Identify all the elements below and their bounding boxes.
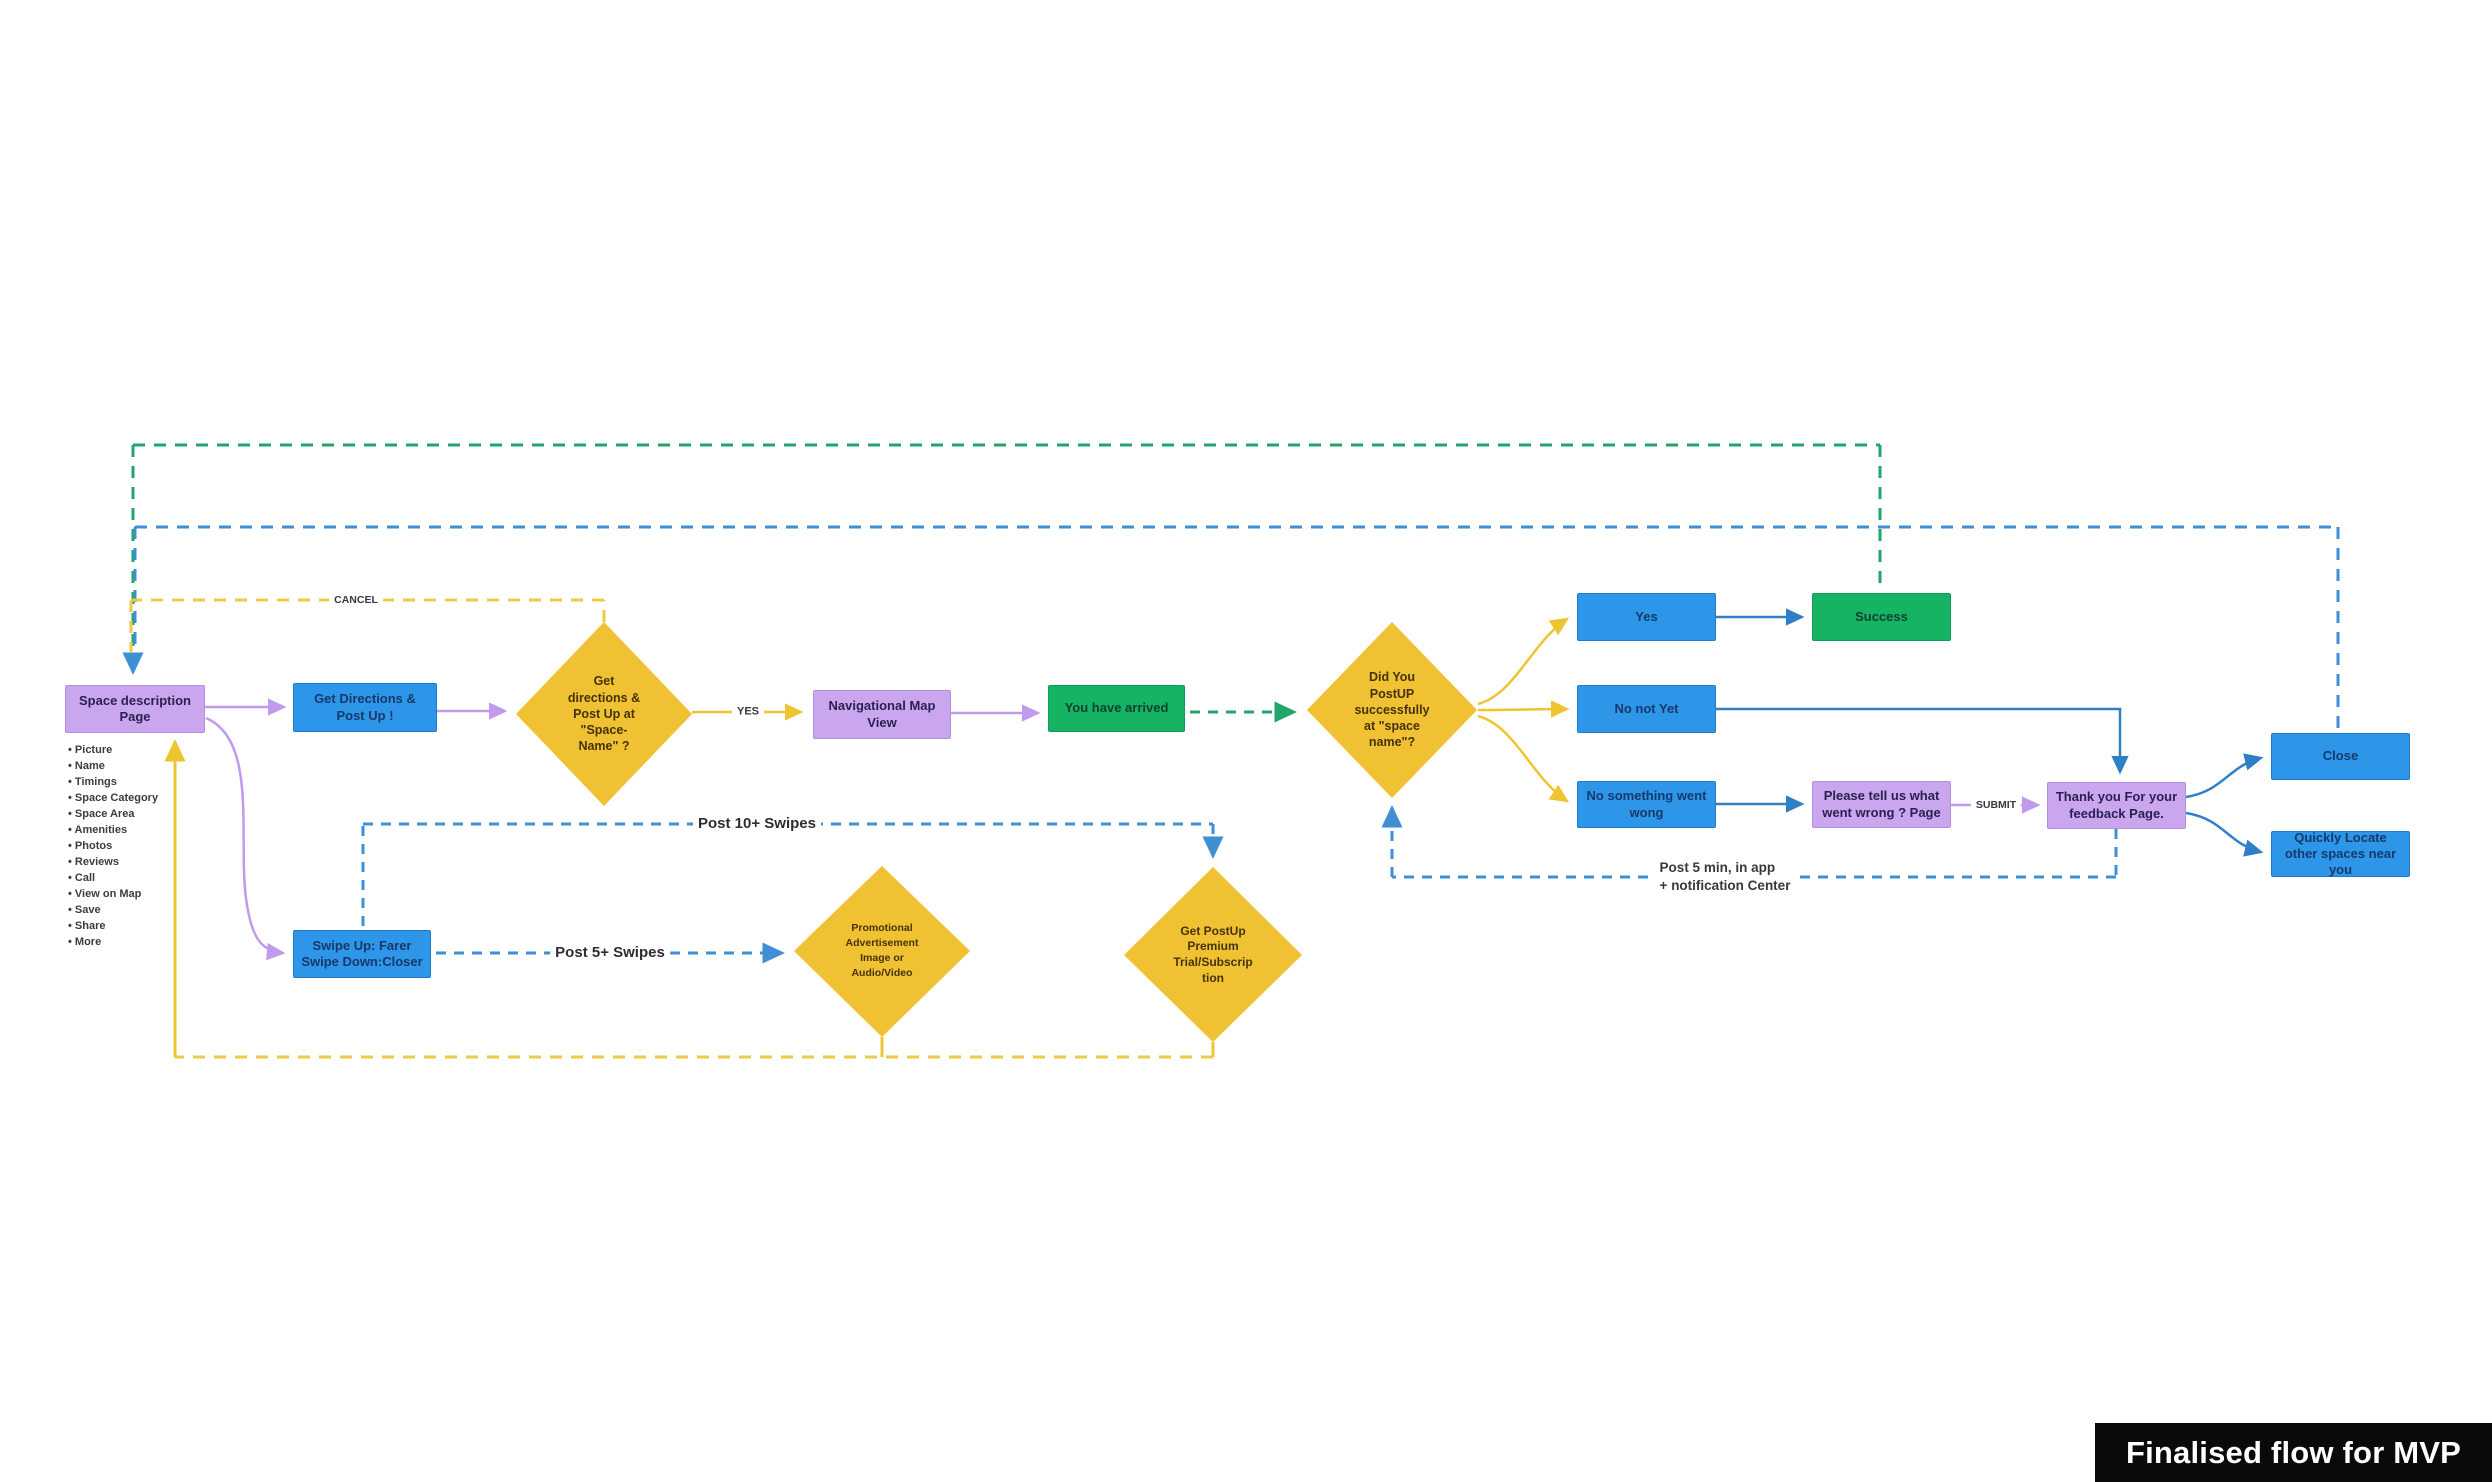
- detail-item: Name: [68, 758, 218, 774]
- edge-label-post-5-min: Post 5 min, in app + notification Center: [1654, 858, 1796, 896]
- edge-label-yes: YES: [731, 704, 765, 720]
- node-get-directions: Get Directions & Post Up !: [293, 683, 437, 732]
- detail-item: Save: [68, 902, 218, 918]
- detail-item: Amenities: [68, 822, 218, 838]
- edge-thankyou-to-close: [2185, 753, 2264, 799]
- edge-diamond2-to-nowrong: [1477, 714, 1570, 803]
- detail-item: Space Category: [68, 790, 218, 806]
- detail-item: Photos: [68, 838, 218, 854]
- node-no-something-went-wrong: No something went wong: [1577, 781, 1716, 828]
- detail-item: Share: [68, 918, 218, 934]
- diamond-premium: [1124, 867, 1302, 1042]
- space-page-details: Picture Name Timings Space Category Spac…: [68, 742, 218, 950]
- edge-close-to-space-dashed: [133, 525, 2340, 728]
- edge-cancel-dashed: [129, 598, 606, 652]
- node-swipe-up-down: Swipe Up: Farer Swipe Down:Closer: [293, 930, 431, 978]
- node-close: Close: [2271, 733, 2410, 780]
- page-title: Finalised flow for MVP: [2125, 1434, 2462, 1470]
- edge-space-to-swipe-curve: [205, 716, 286, 961]
- edge-label-cancel: CANCEL: [329, 592, 383, 608]
- node-please-tell-us: Please tell us what went wrong ? Page: [1812, 781, 1951, 828]
- title-bar: Finalised flow for MVP: [2095, 1423, 2492, 1482]
- node-thank-you-feedback: Thank you For your feedback Page.: [2047, 782, 2186, 829]
- node-space-description-page: Space description Page: [65, 685, 205, 733]
- detail-item: Space Area: [68, 806, 218, 822]
- node-yes: Yes: [1577, 593, 1716, 641]
- detail-item: More: [68, 934, 218, 950]
- edge-nonotyet-to-thankyou: [1716, 707, 2129, 775]
- node-navigational-map-view: Navigational Map View: [813, 690, 951, 739]
- node-no-not-yet: No not Yet: [1577, 685, 1716, 733]
- edge-label-post-10-swipes: Post 10+ Swipes: [693, 813, 821, 835]
- edge-success-to-space-dashed: [131, 443, 1882, 668]
- diamond-promo-ad: [794, 866, 970, 1037]
- detail-item: Reviews: [68, 854, 218, 870]
- edge-label-submit: SUBMIT: [1970, 797, 2022, 813]
- detail-item: View on Map: [68, 886, 218, 902]
- detail-item: Call: [68, 870, 218, 886]
- node-you-have-arrived: You have arrived: [1048, 685, 1185, 732]
- edge-diamond2-to-nonotyet: [1477, 700, 1570, 718]
- node-success: Success: [1812, 593, 1951, 641]
- edge-promo-stub: [880, 1037, 1215, 1057]
- edge-label-post-5-swipes: Post 5+ Swipes: [550, 942, 670, 964]
- detail-item: Picture: [68, 742, 218, 758]
- edge-thankyou-to-quickly: [2185, 811, 2264, 857]
- diamond-did-postup: [1307, 622, 1477, 798]
- node-quickly-locate: Quickly Locate other spaces near you: [2271, 830, 2410, 877]
- detail-item: Timings: [68, 774, 218, 790]
- edge-diamond2-to-yes: [1477, 617, 1570, 706]
- diamond-get-directions: [516, 622, 692, 806]
- edge-post10-dashed: [361, 822, 1213, 926]
